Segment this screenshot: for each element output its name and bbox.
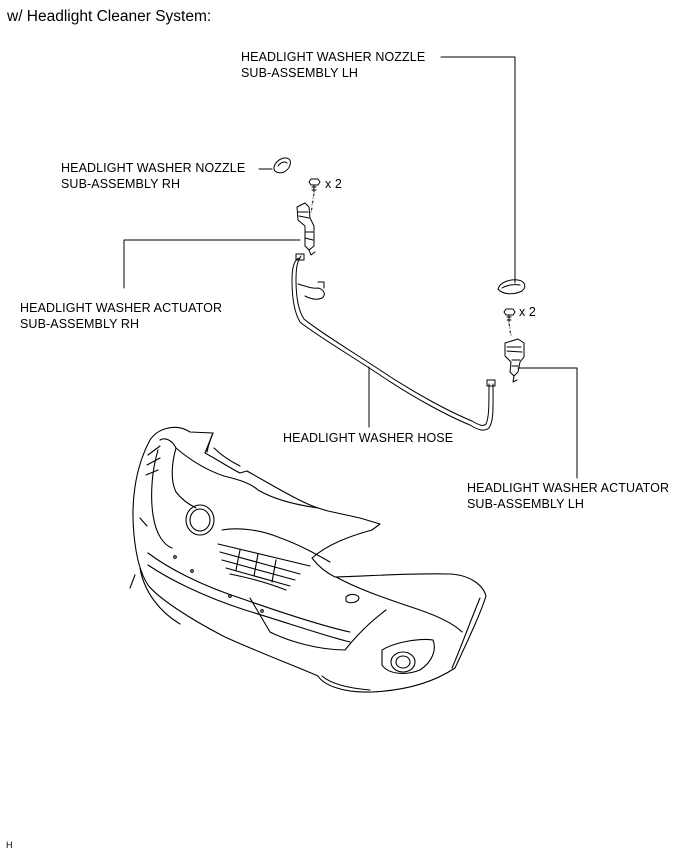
leader-nozzle-lh [441, 57, 515, 283]
label-actuator-lh-line1: HEADLIGHT WASHER ACTUATOR [467, 481, 670, 495]
label-nozzle-rh-line2: SUB-ASSEMBLY RH [61, 177, 181, 191]
label-nozzle-lh-line2: SUB-ASSEMBLY LH [241, 66, 359, 80]
bolt-lh-icon [504, 309, 515, 335]
bolt-qty-rh: x 2 [325, 177, 342, 191]
leader-lines [124, 57, 577, 478]
label-nozzle-lh-line1: HEADLIGHT WASHER NOZZLE [241, 50, 426, 64]
bolt-qty-lh: x 2 [519, 305, 536, 319]
figure-id: H [6, 840, 13, 850]
nozzle-rh-part [274, 158, 290, 173]
nozzle-lh-part [498, 280, 525, 294]
actuator-rh-part [297, 203, 315, 255]
label-hose: HEADLIGHT WASHER HOSE [283, 431, 454, 445]
washer-hose-part [292, 254, 495, 430]
label-nozzle-rh: HEADLIGHT WASHER NOZZLE SUB-ASSEMBLY RH [61, 160, 245, 192]
diagram-title: w/ Headlight Cleaner System: [7, 8, 212, 25]
label-actuator-lh-line2: SUB-ASSEMBLY LH [467, 497, 585, 511]
leader-actuator-rh [124, 240, 300, 288]
label-actuator-rh-line2: SUB-ASSEMBLY RH [20, 317, 140, 331]
front-bumper-part [130, 427, 486, 692]
label-actuator-rh-line1: HEADLIGHT WASHER ACTUATOR [20, 301, 223, 315]
label-actuator-rh: HEADLIGHT WASHER ACTUATOR SUB-ASSEMBLY R… [20, 300, 222, 332]
actuator-lh-part [505, 339, 524, 382]
label-actuator-lh: HEADLIGHT WASHER ACTUATOR SUB-ASSEMBLY L… [467, 480, 669, 512]
label-nozzle-rh-line1: HEADLIGHT WASHER NOZZLE [61, 161, 246, 175]
leader-actuator-lh [518, 368, 577, 478]
bolt-rh-icon [309, 179, 320, 212]
label-nozzle-lh: HEADLIGHT WASHER NOZZLE SUB-ASSEMBLY LH [241, 49, 425, 81]
